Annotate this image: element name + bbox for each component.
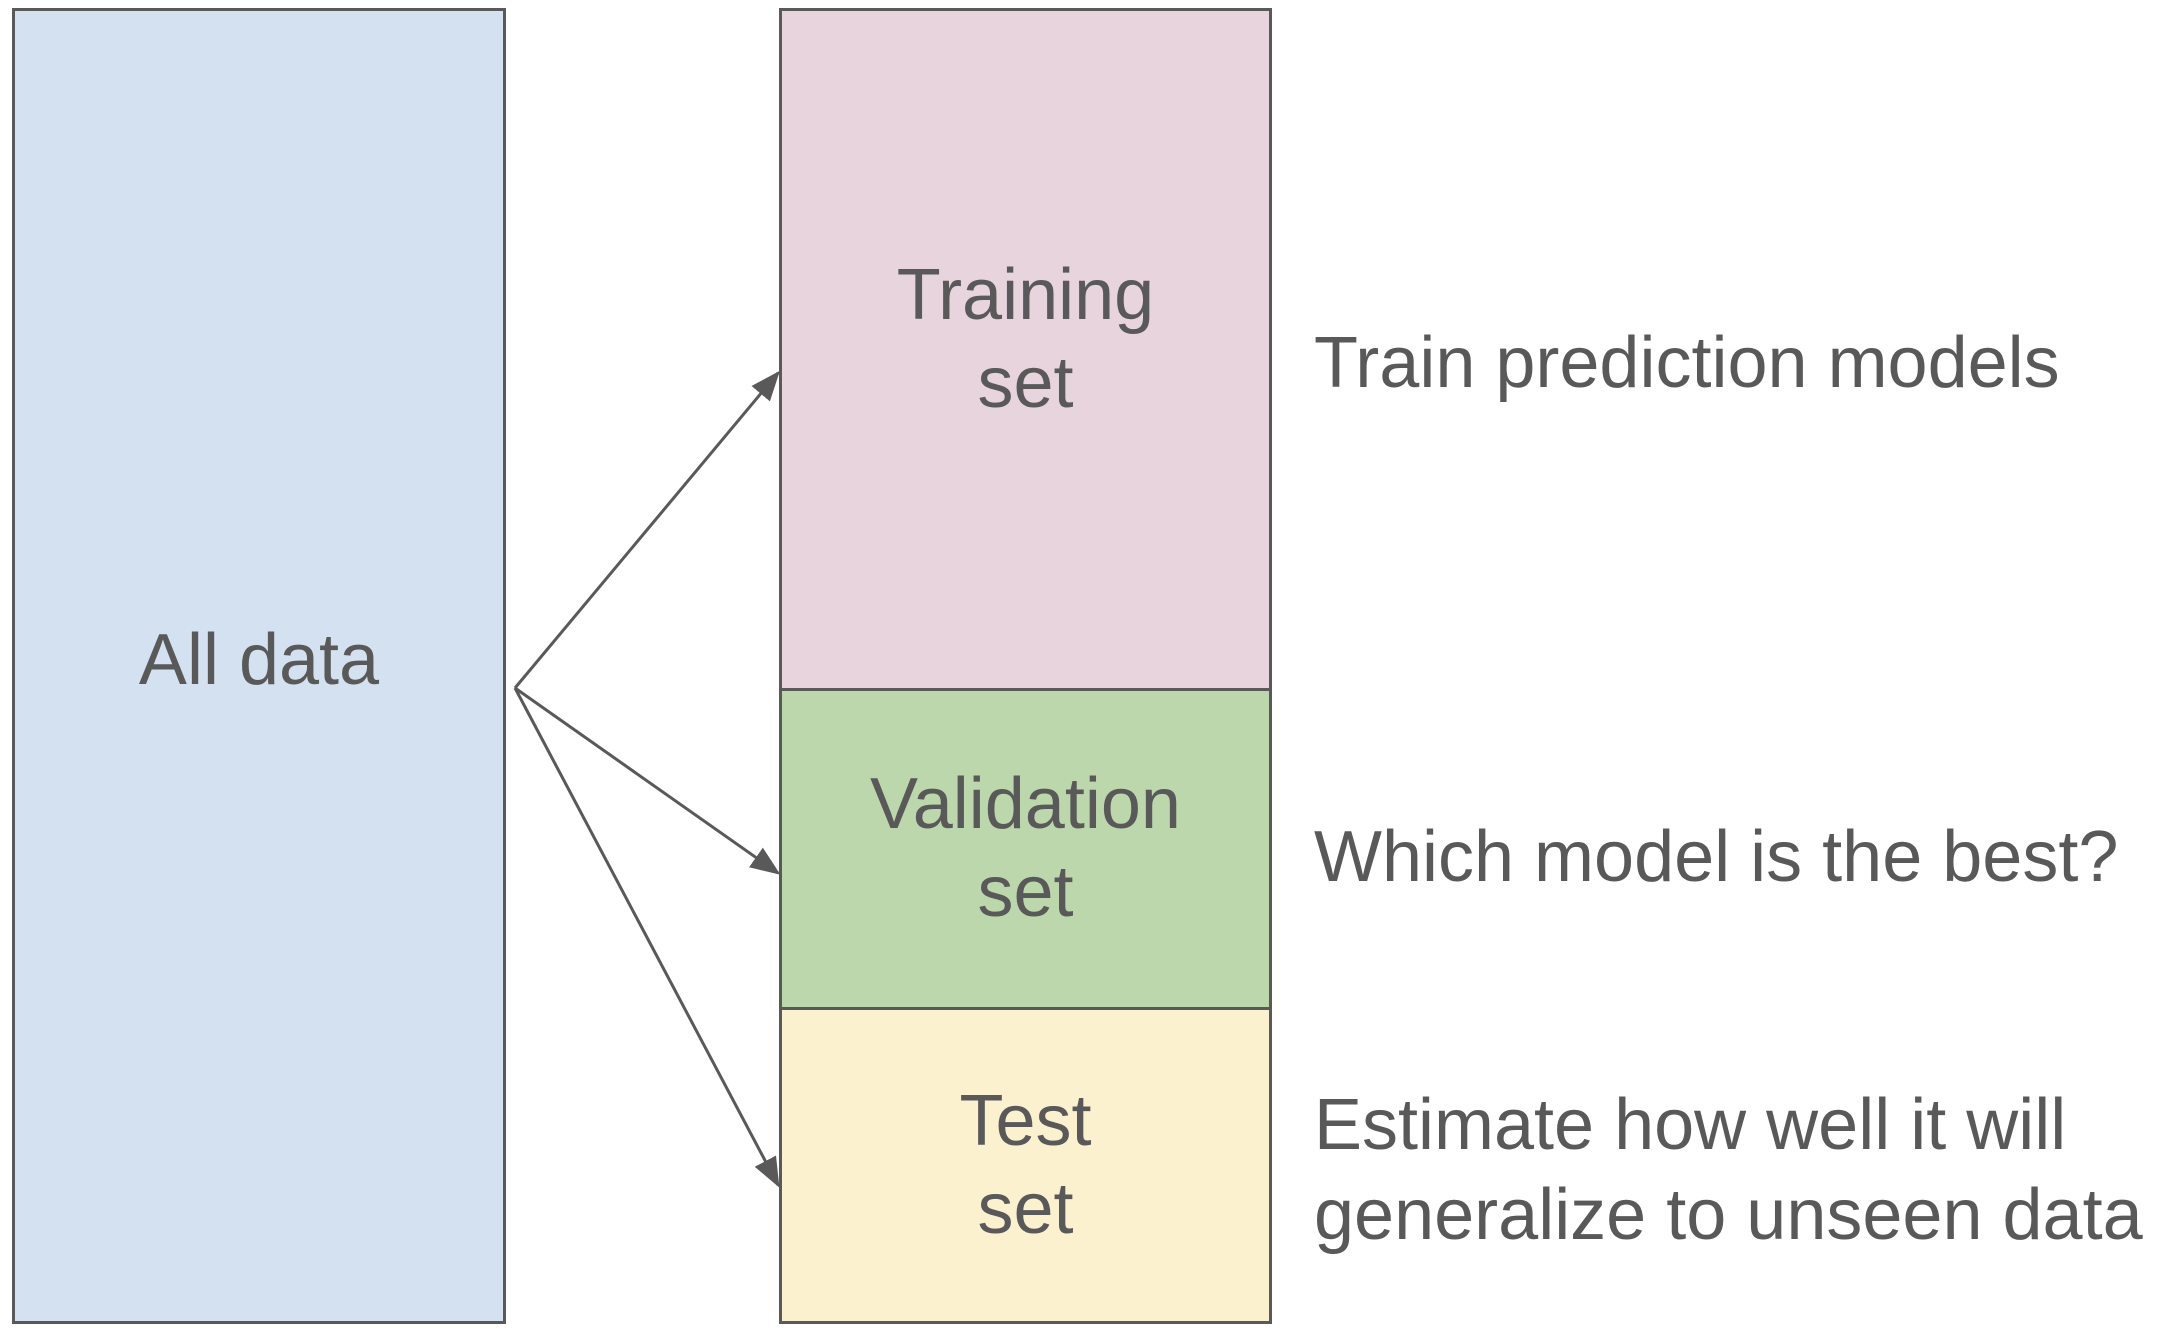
arrow-to-training	[513, 370, 780, 689]
training-description: Train prediction models	[1314, 323, 2060, 403]
arrow-to-validation	[514, 686, 781, 875]
all-data-label: All data	[138, 620, 380, 701]
test-set-box: Test set	[779, 1007, 1272, 1324]
training-set-label: Training set	[896, 254, 1155, 423]
test-set-label: Test set	[959, 1080, 1092, 1249]
test-description: Estimate how well it will generalize to …	[1314, 1085, 2143, 1255]
validation-set-box: Validation set	[779, 688, 1272, 1010]
training-set-box: Training set	[779, 8, 1272, 691]
validation-set-label: Validation set	[870, 764, 1181, 932]
validation-description: Which model is the best?	[1314, 817, 2119, 897]
all-data-box: All data	[12, 8, 506, 1324]
arrow-to-test	[513, 687, 780, 1188]
